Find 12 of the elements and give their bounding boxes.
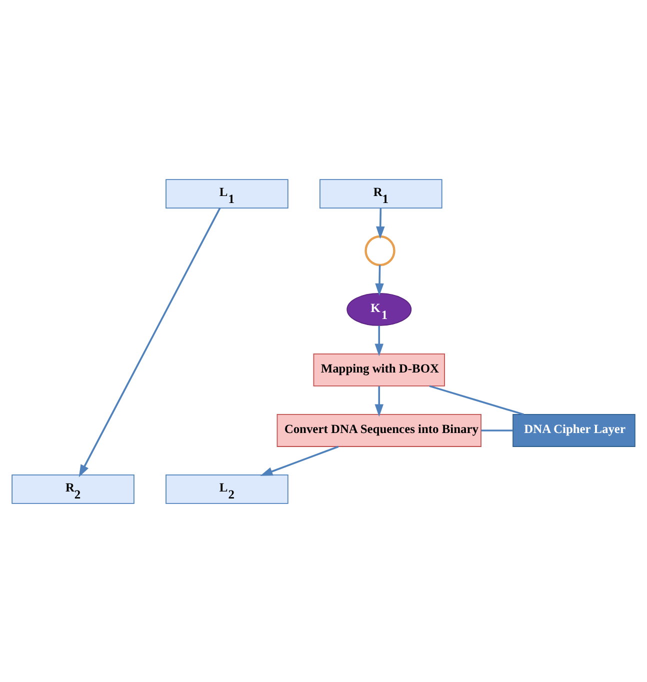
node-box: Mapping with D-BOX xyxy=(313,353,445,386)
node-circle xyxy=(364,234,396,266)
connector xyxy=(481,429,513,431)
arrow xyxy=(375,264,384,296)
node-box: Convert DNA Sequences into Binary xyxy=(276,414,482,446)
arrow xyxy=(260,445,339,476)
node-box: DNA Cipher Layer xyxy=(512,414,636,446)
arrow xyxy=(78,207,221,477)
connector xyxy=(429,384,524,415)
arrow xyxy=(374,325,384,356)
arrow xyxy=(376,208,385,238)
arrow xyxy=(374,386,384,416)
